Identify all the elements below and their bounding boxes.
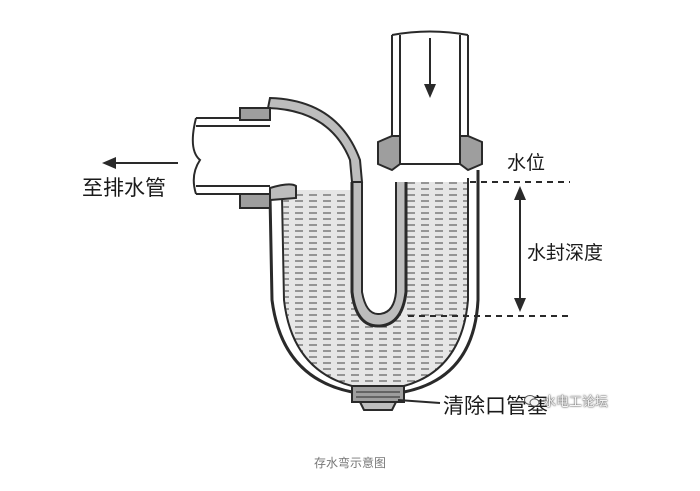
outlet-elbow (266, 96, 364, 183)
outlet-pipe-label: 至排水管 (82, 176, 166, 200)
inlet-pipe (377, 30, 483, 172)
inflow-arrow (424, 38, 436, 98)
cleanout-plug (351, 385, 441, 411)
wechat-icon (524, 394, 540, 407)
trap-water (283, 182, 468, 386)
watermark: 水电工论坛 (524, 391, 608, 410)
outflow-arrow (102, 157, 178, 169)
water-level-label: 水位 (507, 152, 546, 174)
seal-depth-label: 水封深度 (527, 242, 604, 264)
outlet-pipe (191, 107, 271, 209)
seal-depth-dimension (514, 186, 526, 312)
watermark-text: 水电工论坛 (543, 395, 609, 410)
trap-diagram (102, 30, 570, 411)
figure-caption: 存水弯示意图 (313, 456, 386, 470)
